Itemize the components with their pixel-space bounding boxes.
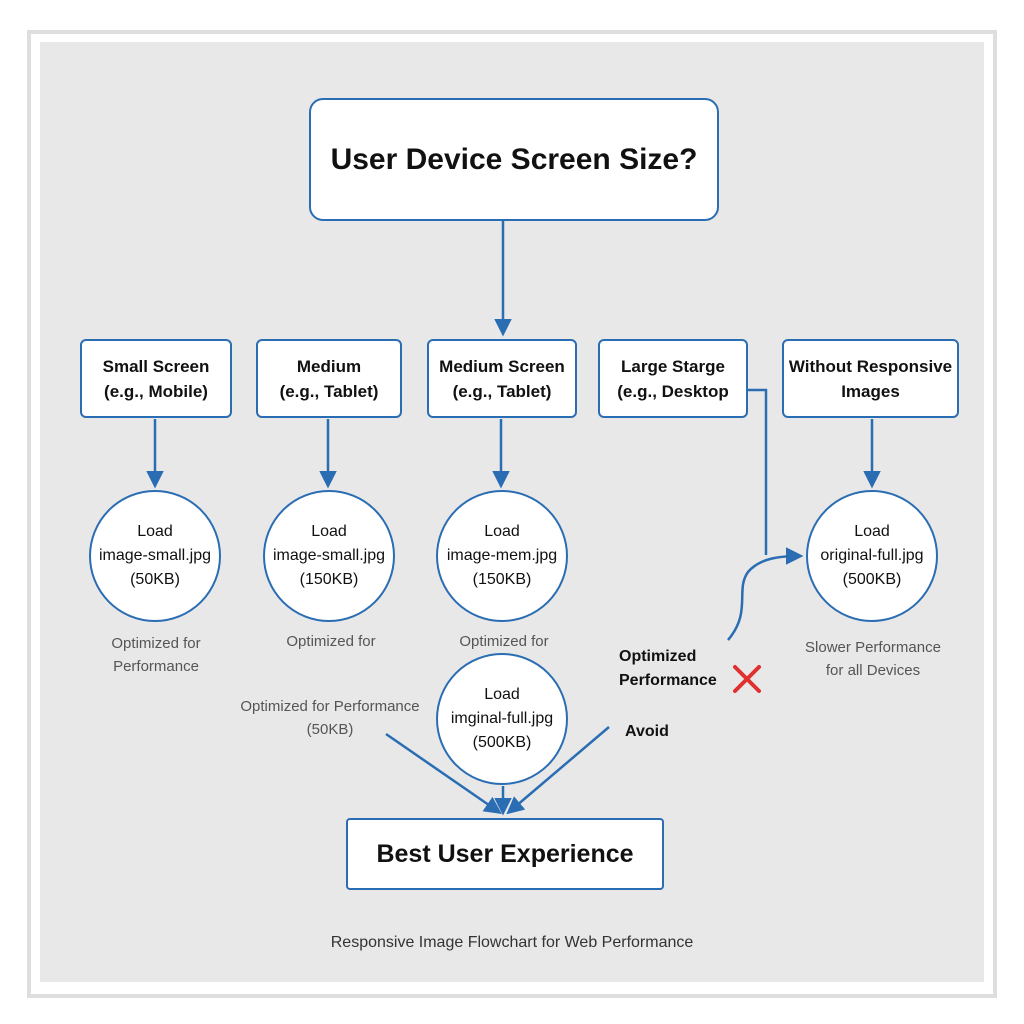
load-filename: original-full.jpg bbox=[820, 547, 924, 564]
load-filename: imginal-full.jpg bbox=[450, 710, 554, 727]
final-outcome-box: Best User Experience bbox=[346, 818, 664, 890]
branch-label: Large Starge bbox=[621, 356, 725, 376]
branch-without-responsive: Without Responsive Images bbox=[782, 339, 959, 418]
note-line: Optimized for Performance bbox=[240, 698, 420, 715]
load-filename: image-small.jpg bbox=[98, 547, 212, 564]
load-node-original: Load original-full.jpg (500KB) bbox=[806, 490, 938, 622]
load-label: Load bbox=[484, 523, 520, 540]
final-outcome: Best User Experience bbox=[376, 839, 634, 868]
branch-sublabel: (e.g., Mobile) bbox=[104, 381, 208, 401]
load-size: (150KB) bbox=[472, 571, 532, 588]
load-size: (150KB) bbox=[299, 571, 359, 588]
note-small: Optimized for Performance bbox=[70, 632, 242, 678]
branch-label: Medium bbox=[296, 356, 362, 376]
load-size: (500KB) bbox=[842, 571, 902, 588]
load-label: Load bbox=[854, 523, 890, 540]
label-line: Optimized bbox=[619, 648, 697, 665]
branch-label: Without Responsive bbox=[788, 356, 953, 376]
load-size: (50KB) bbox=[130, 571, 180, 588]
cross-icon bbox=[733, 665, 761, 693]
note-line: Optimized for bbox=[286, 633, 376, 650]
note-slower: Slower Performance for all Devices bbox=[787, 636, 959, 682]
arrow-optimized-curve bbox=[727, 547, 804, 641]
load-filename: image-mem.jpg bbox=[446, 547, 558, 564]
load-node-full: Load imginal-full.jpg (500KB) bbox=[436, 653, 568, 785]
caption: Responsive Image Flowchart for Web Perfo… bbox=[330, 934, 694, 951]
load-size: (500KB) bbox=[472, 734, 532, 751]
load-node-medium: Load image-small.jpg (150KB) bbox=[263, 490, 395, 622]
decision-title: User Device Screen Size? bbox=[330, 142, 698, 176]
avoid-label: Avoid bbox=[625, 723, 669, 740]
branch-small-screen: Small Screen (e.g., Mobile) bbox=[80, 339, 232, 418]
decision-title-box: User Device Screen Size? bbox=[309, 98, 719, 221]
branch-label: Medium Screen bbox=[439, 356, 565, 376]
arrow-right-to-final bbox=[506, 726, 610, 815]
branch-sublabel: Images bbox=[841, 381, 900, 401]
note-medium: Optimized for bbox=[252, 630, 410, 653]
note-left-lower: Optimized for Performance (50KB) bbox=[230, 695, 430, 741]
load-node-medium-screen: Load image-mem.jpg (150KB) bbox=[436, 490, 568, 622]
note-line: Slower Performance bbox=[805, 639, 941, 656]
connector-large-to-side bbox=[748, 388, 768, 555]
note-medium-screen: Optimized for bbox=[425, 630, 583, 653]
note-line: Optimized for bbox=[111, 635, 201, 652]
branch-label: Small Screen bbox=[102, 356, 210, 376]
branch-medium: Medium (e.g., Tablet) bbox=[256, 339, 402, 418]
label-line: Performance bbox=[619, 672, 717, 689]
branch-medium-screen: Medium Screen (e.g., Tablet) bbox=[427, 339, 577, 418]
branch-sublabel: (e.g., Tablet) bbox=[452, 381, 552, 401]
load-node-small: Load image-small.jpg (50KB) bbox=[89, 490, 221, 622]
optimized-performance-label: Optimized Performance bbox=[619, 645, 717, 693]
branch-sublabel: (e.g., Tablet) bbox=[279, 381, 379, 401]
load-label: Load bbox=[137, 523, 173, 540]
branch-large-screen: Large Starge (e.g., Desktop bbox=[598, 339, 748, 418]
load-filename: image-small.jpg bbox=[272, 547, 386, 564]
note-line: (50KB) bbox=[306, 721, 354, 738]
note-line: for all Devices bbox=[825, 662, 921, 679]
load-label: Load bbox=[311, 523, 347, 540]
arrow-left-to-final bbox=[385, 732, 502, 814]
load-label: Load bbox=[484, 686, 520, 703]
note-line: Performance bbox=[113, 658, 199, 675]
branch-sublabel: (e.g., Desktop bbox=[617, 381, 729, 401]
note-line: Optimized for bbox=[459, 633, 549, 650]
